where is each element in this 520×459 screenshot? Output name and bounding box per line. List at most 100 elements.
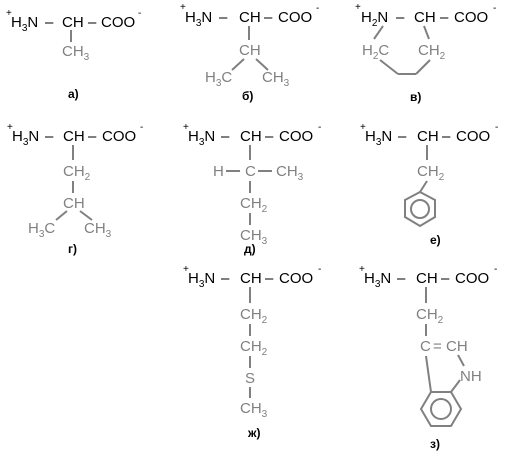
backbone-h: H2N	[361, 9, 388, 29]
side-chain-ch: CH	[446, 338, 468, 355]
charge-plus: +	[180, 2, 186, 13]
side-chain-ch2: CH2	[418, 42, 446, 62]
charge-plus: +	[7, 122, 13, 133]
bond	[255, 58, 269, 71]
side-chain-ch3: CH3	[84, 220, 112, 240]
backbone-ch: CH	[417, 128, 439, 145]
bond	[415, 59, 431, 75]
charge-plus: +	[360, 122, 366, 133]
backbone-dash: –	[88, 14, 97, 31]
side-chain-ch3: CH3	[62, 43, 90, 63]
bond	[425, 355, 432, 393]
panel-caption: а)	[68, 87, 79, 101]
panel-caption: г)	[68, 242, 77, 256]
backbone-dash: –	[396, 9, 405, 26]
backbone-h: H3N	[185, 9, 212, 29]
backbone-dash: –	[442, 128, 451, 145]
backbone-coo: COO	[279, 128, 313, 145]
panel-caption: б)	[242, 89, 253, 103]
panel-zh: + H3N – CH – COO - CH2 CH2 S CH3 ж)	[183, 264, 321, 440]
charge-minus: -	[138, 8, 141, 19]
charge-minus: -	[316, 3, 319, 14]
backbone-coo: COO	[456, 128, 490, 145]
bond	[231, 58, 245, 71]
backbone-dash: –	[45, 128, 54, 145]
side-chain-ch2: CH2	[63, 163, 91, 183]
charge-minus: -	[494, 264, 497, 275]
bond	[55, 210, 68, 221]
bond	[379, 59, 399, 75]
side-chain-ch3: CH3	[262, 69, 290, 89]
backbone-coo: COO	[101, 14, 135, 31]
panel-caption: е)	[430, 233, 441, 247]
side-chain-h3c: H3C	[205, 69, 232, 89]
bond	[423, 25, 430, 40]
backbone-coo: COO	[454, 9, 488, 26]
side-chain-h2c: H2C	[362, 42, 389, 62]
backbone-coo: COO	[278, 9, 312, 26]
backbone-ch: CH	[63, 128, 85, 145]
backbone-dash: –	[397, 270, 406, 287]
side-chain-ch3: CH3	[240, 227, 268, 247]
charge-minus: -	[140, 122, 143, 133]
panel-a: + H3N – CH – COO - CH3 а)	[6, 8, 141, 101]
backbone-ch: CH	[240, 270, 262, 287]
bond	[373, 25, 384, 40]
side-chain-ch3: CH3	[240, 400, 268, 420]
backbone-ch: CH	[62, 14, 84, 31]
backbone-ch: CH	[239, 9, 261, 26]
side-chain-h3c: H3C	[28, 220, 55, 240]
backbone-dash: –	[264, 9, 273, 26]
benzene-ring	[404, 190, 436, 228]
aromatic-circle	[410, 199, 430, 219]
side-chain-ch2: CH2	[416, 306, 444, 326]
charge-plus: +	[359, 264, 365, 275]
backbone-ch: CH	[416, 270, 438, 287]
backbone-ch: CH	[240, 128, 262, 145]
side-chain-ch: CH	[63, 195, 85, 212]
bond	[419, 180, 428, 193]
panel-e: + H3N – CH – COO - CH2 е)	[360, 122, 498, 247]
panel-caption: з)	[430, 437, 440, 451]
side-chain-nh: NH	[460, 368, 482, 385]
backbone-coo: COO	[455, 270, 489, 287]
backbone-coo: COO	[102, 128, 136, 145]
charge-minus: -	[495, 122, 498, 133]
backbone-dash: –	[398, 128, 407, 145]
side-chain-ch2: CH2	[240, 195, 268, 215]
backbone-dash: –	[441, 270, 450, 287]
bond	[79, 210, 93, 221]
bond	[450, 379, 461, 393]
charge-plus: +	[183, 122, 189, 133]
backbone-dash: –	[88, 128, 97, 145]
panel-b: + H3N – CH – COO - CH H3C CH3 б)	[180, 2, 319, 103]
panel-caption: ж)	[247, 426, 261, 440]
backbone-dash: –	[265, 128, 274, 145]
backbone-dash: –	[440, 9, 449, 26]
panel-z: + H3N – CH – COO - CH2 C = CH NH з)	[359, 264, 497, 451]
side-chain-ch2: CH2	[240, 338, 268, 358]
bond	[457, 354, 465, 367]
side-chain-ch3: CH3	[276, 163, 304, 183]
backbone-dash: –	[221, 128, 230, 145]
backbone-dash: –	[219, 9, 228, 26]
panel-d: + H3N – CH – COO - H C CH3 CH2 CH3 д)	[183, 122, 321, 256]
panel-caption: в)	[410, 90, 421, 104]
side-chain-h: H	[213, 163, 224, 180]
panel-g: + H3N – CH – COO - CH2 CH H3C CH3 г)	[7, 122, 143, 256]
side-chain-ch2: CH2	[240, 306, 268, 326]
side-chain-c: C	[420, 338, 431, 355]
panel-v: + H2N – CH – COO - H2C CH2 в)	[355, 2, 496, 104]
charge-minus: -	[318, 122, 321, 133]
backbone-dash: –	[221, 270, 230, 287]
panel-caption: д)	[244, 242, 256, 256]
backbone-h: H3N	[188, 270, 215, 290]
side-chain-s: S	[245, 370, 255, 387]
backbone-coo: COO	[279, 270, 313, 287]
side-chain-ch: CH	[239, 42, 261, 59]
backbone-dash: –	[45, 14, 54, 31]
charge-plus: +	[6, 8, 12, 19]
backbone-dash: –	[265, 270, 274, 287]
double-bond: =	[433, 338, 442, 355]
